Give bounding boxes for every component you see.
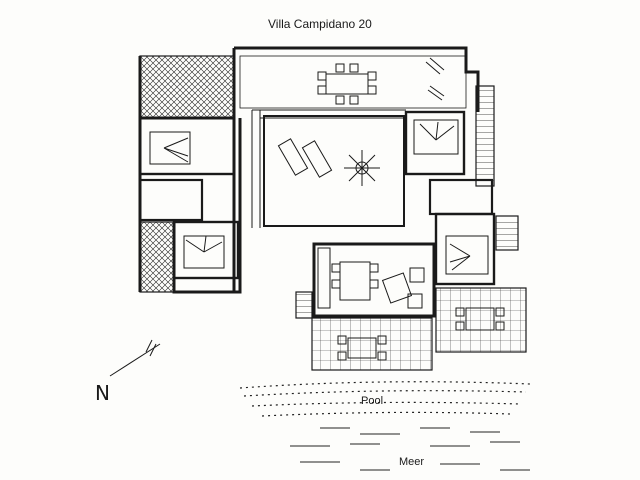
bedroom-top-right bbox=[404, 110, 466, 176]
lounge-chairs-veranda bbox=[425, 57, 445, 101]
sun-icon bbox=[344, 150, 380, 186]
courtyard bbox=[263, 115, 405, 227]
plan-title: Villa Campidano 20 bbox=[268, 17, 372, 31]
bedroom-top-left bbox=[138, 116, 236, 176]
hatched-terrace-bottom-left bbox=[139, 221, 175, 293]
right-balcony-steps bbox=[495, 215, 519, 251]
bedroom-bottom-right bbox=[434, 212, 496, 286]
sea-waves bbox=[290, 427, 530, 471]
north-label: N bbox=[95, 381, 110, 405]
veranda-dining-set bbox=[317, 63, 377, 105]
bed-icon bbox=[413, 119, 459, 155]
tiled-terrace-front bbox=[311, 317, 433, 371]
bed-icon bbox=[149, 131, 191, 165]
sunbed-icon bbox=[277, 138, 309, 176]
hatched-terrace-top-left bbox=[139, 55, 235, 119]
tiled-terrace-right bbox=[435, 287, 527, 353]
top-veranda bbox=[239, 55, 467, 109]
dining-table-icon bbox=[331, 261, 379, 301]
bed-icon bbox=[445, 235, 489, 275]
courtyard-planter-top bbox=[252, 109, 406, 119]
sunbed-icon bbox=[301, 140, 333, 178]
dining-table-icon bbox=[455, 307, 505, 331]
pool-label: Pool bbox=[361, 395, 384, 407]
bedroom-bottom-left bbox=[172, 220, 240, 280]
sofa-icon bbox=[381, 267, 425, 309]
kitchen-counter bbox=[317, 247, 331, 309]
side-steps bbox=[295, 291, 313, 319]
bed-icon bbox=[183, 235, 225, 269]
stairs bbox=[475, 85, 495, 187]
courtyard-planter-left bbox=[251, 110, 261, 228]
pool-outline bbox=[239, 381, 531, 417]
north-arrow-icon bbox=[109, 339, 161, 377]
living-room bbox=[312, 242, 436, 318]
dining-table-icon bbox=[337, 335, 387, 361]
sea-label: Meer bbox=[399, 456, 425, 468]
bathroom-left bbox=[138, 178, 204, 222]
